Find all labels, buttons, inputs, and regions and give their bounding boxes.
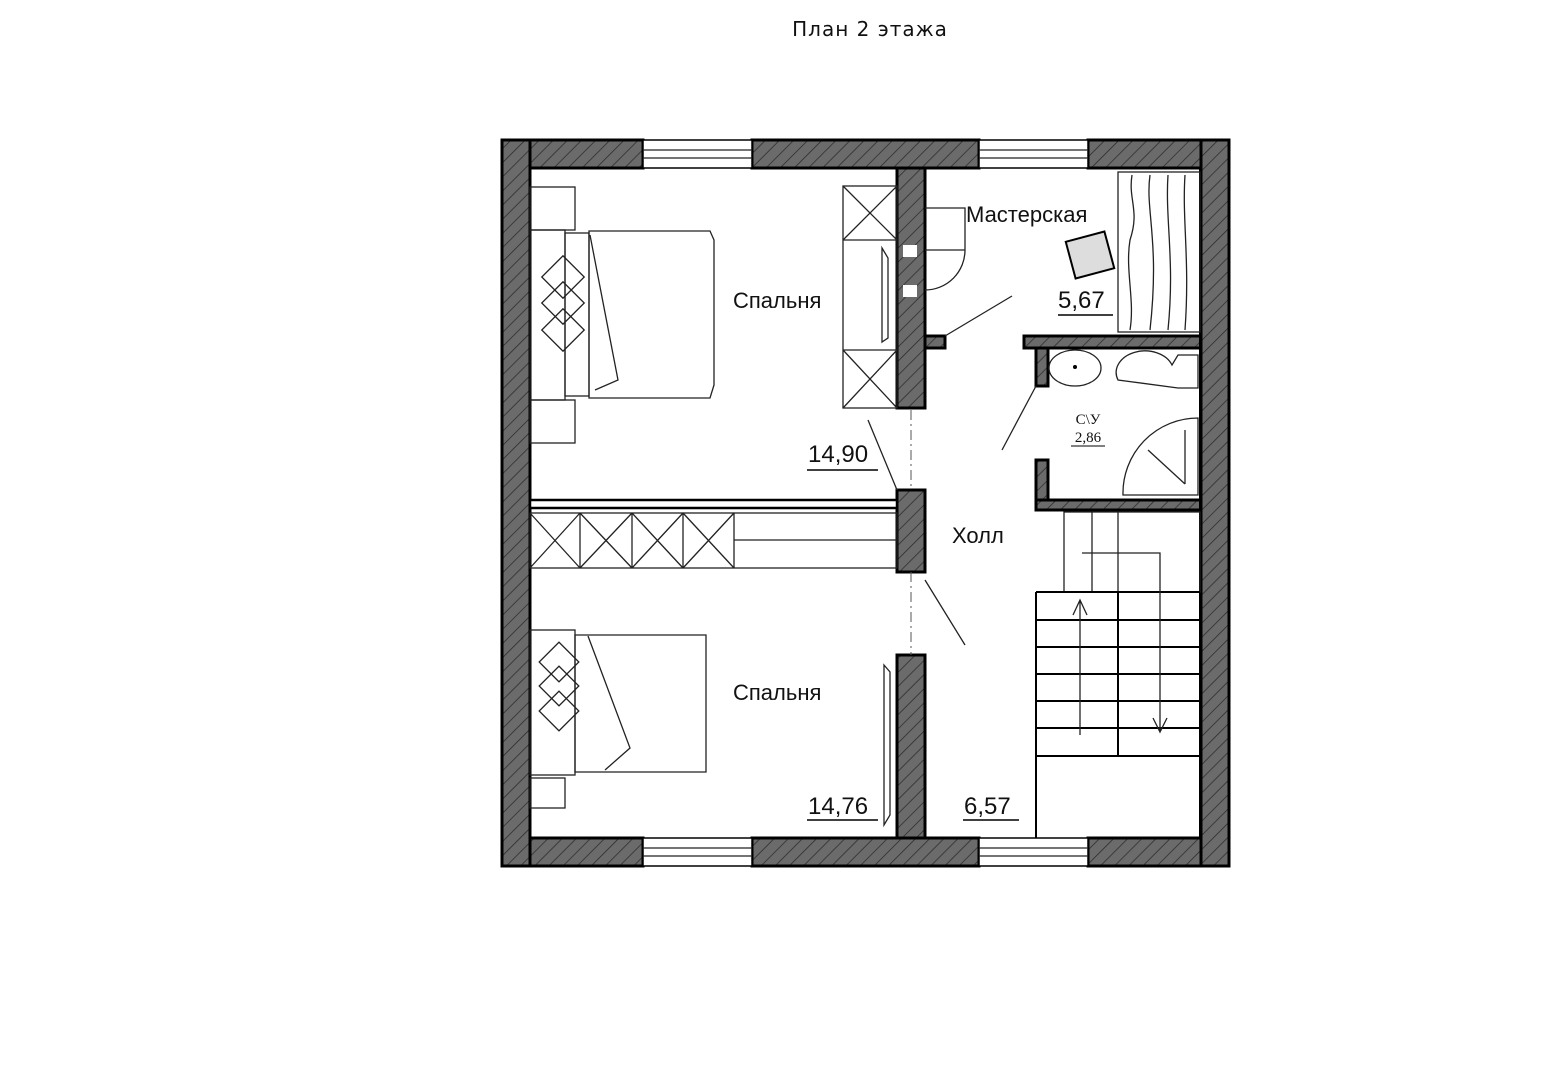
window [642, 139, 753, 169]
room-bedroom-top: Спальня 14,90 [733, 288, 878, 471]
room-bathroom: С\У 2,86 [1071, 412, 1105, 447]
room-area: 2,86 [1075, 430, 1102, 446]
window [978, 837, 1089, 867]
room-area: 5,67 [1058, 287, 1105, 314]
bathroom-fixtures [1048, 349, 1199, 496]
closet-bottom [529, 512, 898, 569]
window [642, 837, 753, 867]
workshop-furniture [924, 171, 1201, 333]
room-bedroom-bottom: Спальня 14,76 [733, 680, 878, 821]
bed-top [529, 186, 715, 444]
windows [642, 139, 1089, 867]
doors [867, 295, 1037, 646]
room-hall: Холл 6,57 [952, 523, 1019, 821]
room-name: Спальня [733, 680, 821, 705]
room-name: Спальня [733, 288, 821, 313]
room-workshop: Мастерская 5,67 [966, 202, 1113, 316]
window [978, 139, 1089, 169]
room-name: Холл [952, 523, 1004, 548]
room-name: С\У [1076, 412, 1101, 428]
plan-title: План 2 этажа [792, 17, 948, 41]
staircase [1036, 511, 1201, 757]
wardrobe-top [842, 185, 898, 409]
room-area: 14,76 [808, 793, 868, 820]
room-name: Мастерская [966, 202, 1087, 227]
room-area: 14,90 [808, 441, 868, 468]
bed-bottom [529, 629, 891, 828]
exterior-walls [500, 138, 1231, 868]
interior-walls [528, 166, 1203, 840]
room-area: 6,57 [964, 793, 1011, 820]
